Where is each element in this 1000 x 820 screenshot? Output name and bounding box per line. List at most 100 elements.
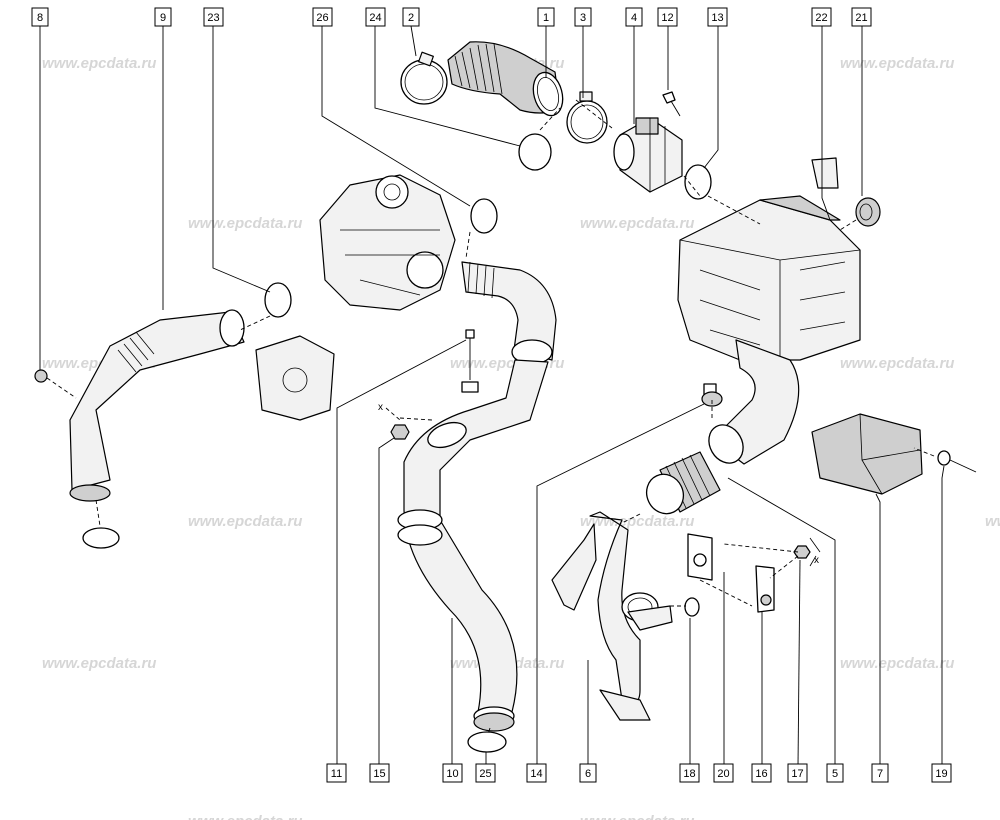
o-ring-part-18 xyxy=(684,597,700,617)
engine-outlet-pipe xyxy=(708,339,800,465)
svg-text:2: 2 xyxy=(408,12,414,24)
svg-text:13: 13 xyxy=(711,12,723,24)
clip-part-16 xyxy=(755,565,775,613)
callout-8: 8 xyxy=(31,7,49,27)
svg-text:12: 12 xyxy=(661,12,673,24)
callout-12: 12 xyxy=(657,7,678,27)
svg-text:22: 22 xyxy=(815,12,827,24)
svg-text:4: 4 xyxy=(631,12,637,24)
valve-housing xyxy=(255,335,335,421)
screw-part-12 xyxy=(662,91,681,117)
air-intake-hose-part-1 xyxy=(447,41,564,117)
callout-1: 1 xyxy=(537,7,555,27)
svg-text:26: 26 xyxy=(316,12,328,24)
watermark: www.epcdata.ru xyxy=(188,215,302,232)
callout-3: 3 xyxy=(574,7,592,27)
hose-part-9 xyxy=(69,309,245,502)
callout-18: 18 xyxy=(679,763,700,783)
watermark: www.epcdata.ru xyxy=(840,655,954,672)
callout-24: 24 xyxy=(365,7,386,27)
cross-arrow xyxy=(809,537,821,567)
svg-text:8: 8 xyxy=(37,12,43,24)
callout-9: 9 xyxy=(154,7,172,27)
svg-text:5: 5 xyxy=(832,768,838,780)
callout-14: 14 xyxy=(526,763,547,783)
watermark: www.epcdata.ru xyxy=(42,655,156,672)
callout-11: 11 xyxy=(326,763,347,783)
cap-part-21 xyxy=(855,197,881,227)
intercooler-hose-upper xyxy=(461,261,557,365)
watermark: www.epcdata.ru xyxy=(840,355,954,372)
svg-text:17: 17 xyxy=(791,768,803,780)
assembly-lines xyxy=(95,99,935,735)
watermark: www.epcdata.ru xyxy=(580,813,694,820)
screw-part-8 xyxy=(34,369,77,399)
fitting-part-14 xyxy=(701,383,723,407)
callout-21: 21 xyxy=(851,7,872,27)
cover-part-7 xyxy=(811,413,923,495)
watermark-layer: www.epcdata.ru www.epcdata.ru www.epcdat… xyxy=(42,55,1000,820)
callout-19: 19 xyxy=(931,763,952,783)
intercooler-pipe-part-6 xyxy=(551,511,673,721)
svg-text:10: 10 xyxy=(446,768,458,780)
o-ring-bottom-left xyxy=(82,527,120,549)
o-ring-part-25 xyxy=(467,731,507,753)
callout-6: 6 xyxy=(579,763,597,783)
callout-20: 20 xyxy=(713,763,734,783)
watermark: www.epcdata.ru xyxy=(188,813,302,820)
nut-part-15 xyxy=(390,424,410,440)
watermark: www.epcdata.ru xyxy=(580,215,694,232)
connector-hose-part-5 xyxy=(645,451,721,515)
svg-text:7: 7 xyxy=(877,768,883,780)
callout-17: 17 xyxy=(787,763,808,783)
o-ring-part-13 xyxy=(684,164,712,200)
bolt-part-19 xyxy=(937,450,977,473)
callout-4: 4 xyxy=(625,7,643,27)
callout-26: 26 xyxy=(312,7,333,27)
callout-22: 22 xyxy=(811,7,832,27)
bracket-part-20 xyxy=(687,533,713,581)
o-ring-part-24 xyxy=(518,133,552,171)
clamp-part-2 xyxy=(400,51,448,105)
svg-text:23: 23 xyxy=(207,12,219,24)
turbocharger xyxy=(319,174,456,311)
svg-text:9: 9 xyxy=(160,12,166,24)
callout-15: 15 xyxy=(369,763,390,783)
engine-intake-manifold xyxy=(677,195,861,361)
svg-text:15: 15 xyxy=(373,768,385,780)
air-flow-meter-part-4 xyxy=(613,117,683,193)
leader-lines xyxy=(39,25,945,767)
bolt-part-11 xyxy=(461,329,479,393)
gasket-part-22 xyxy=(811,157,839,189)
callout-23: 23 xyxy=(203,7,224,27)
svg-text:1: 1 xyxy=(543,12,549,24)
o-ring-part-26 xyxy=(470,198,498,234)
svg-text:6: 6 xyxy=(585,768,591,780)
svg-text:20: 20 xyxy=(717,768,729,780)
watermark: www.epcdata.ru xyxy=(985,513,1000,530)
cross-mark: x xyxy=(378,402,383,413)
callout-7: 7 xyxy=(871,763,889,783)
cross-mark: x xyxy=(814,555,819,566)
svg-text:3: 3 xyxy=(580,12,586,24)
svg-text:19: 19 xyxy=(935,768,947,780)
watermark: www.epcdata.ru xyxy=(840,55,954,72)
callout-25: 25 xyxy=(475,763,496,783)
svg-text:16: 16 xyxy=(755,768,767,780)
svg-text:18: 18 xyxy=(683,768,695,780)
watermark: www.epcdata.ru xyxy=(188,513,302,530)
clamp-part-3 xyxy=(566,91,608,144)
callout-5: 5 xyxy=(826,763,844,783)
svg-text:14: 14 xyxy=(530,768,542,780)
o-ring-part-23 xyxy=(264,282,292,318)
callout-16: 16 xyxy=(751,763,772,783)
callout-2: 2 xyxy=(402,7,420,27)
intercooler-pipe-part-10 xyxy=(397,359,549,732)
watermark: www.epcdata.ru xyxy=(42,55,156,72)
svg-text:11: 11 xyxy=(331,768,342,780)
svg-text:25: 25 xyxy=(479,768,491,780)
svg-text:21: 21 xyxy=(855,12,867,24)
callout-10: 10 xyxy=(442,763,463,783)
callout-13: 13 xyxy=(707,7,728,27)
